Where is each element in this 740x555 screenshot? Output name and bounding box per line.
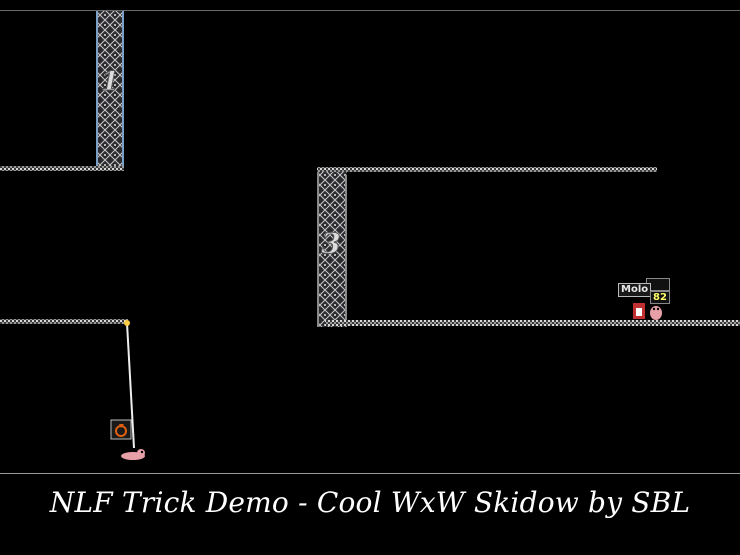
pillar-3: 3: [317, 167, 347, 327]
ninja-rope: [126, 322, 135, 449]
enemy-worm: [633, 303, 662, 320]
platform-left: [0, 319, 128, 324]
enemy-worm-name: Molo: [618, 283, 652, 297]
pillar-3-label: 3: [321, 227, 340, 260]
pillar-1-label: 1: [101, 67, 119, 97]
platform-middle-top: [317, 167, 657, 172]
pillar-1: 1: [96, 11, 124, 169]
video-caption: NLF Trick Demo - Cool WxW Skidow by SBL: [49, 486, 691, 519]
rope-anchor: [124, 320, 130, 326]
player-worm: [121, 449, 145, 460]
enemy-worm-health: 82: [650, 291, 670, 304]
ninja-rope-icon: [110, 419, 132, 440]
top-border-line: [0, 10, 740, 11]
bottom-border-line: [0, 473, 740, 474]
platform-top-left: [0, 166, 124, 171]
platform-right: [325, 320, 740, 326]
